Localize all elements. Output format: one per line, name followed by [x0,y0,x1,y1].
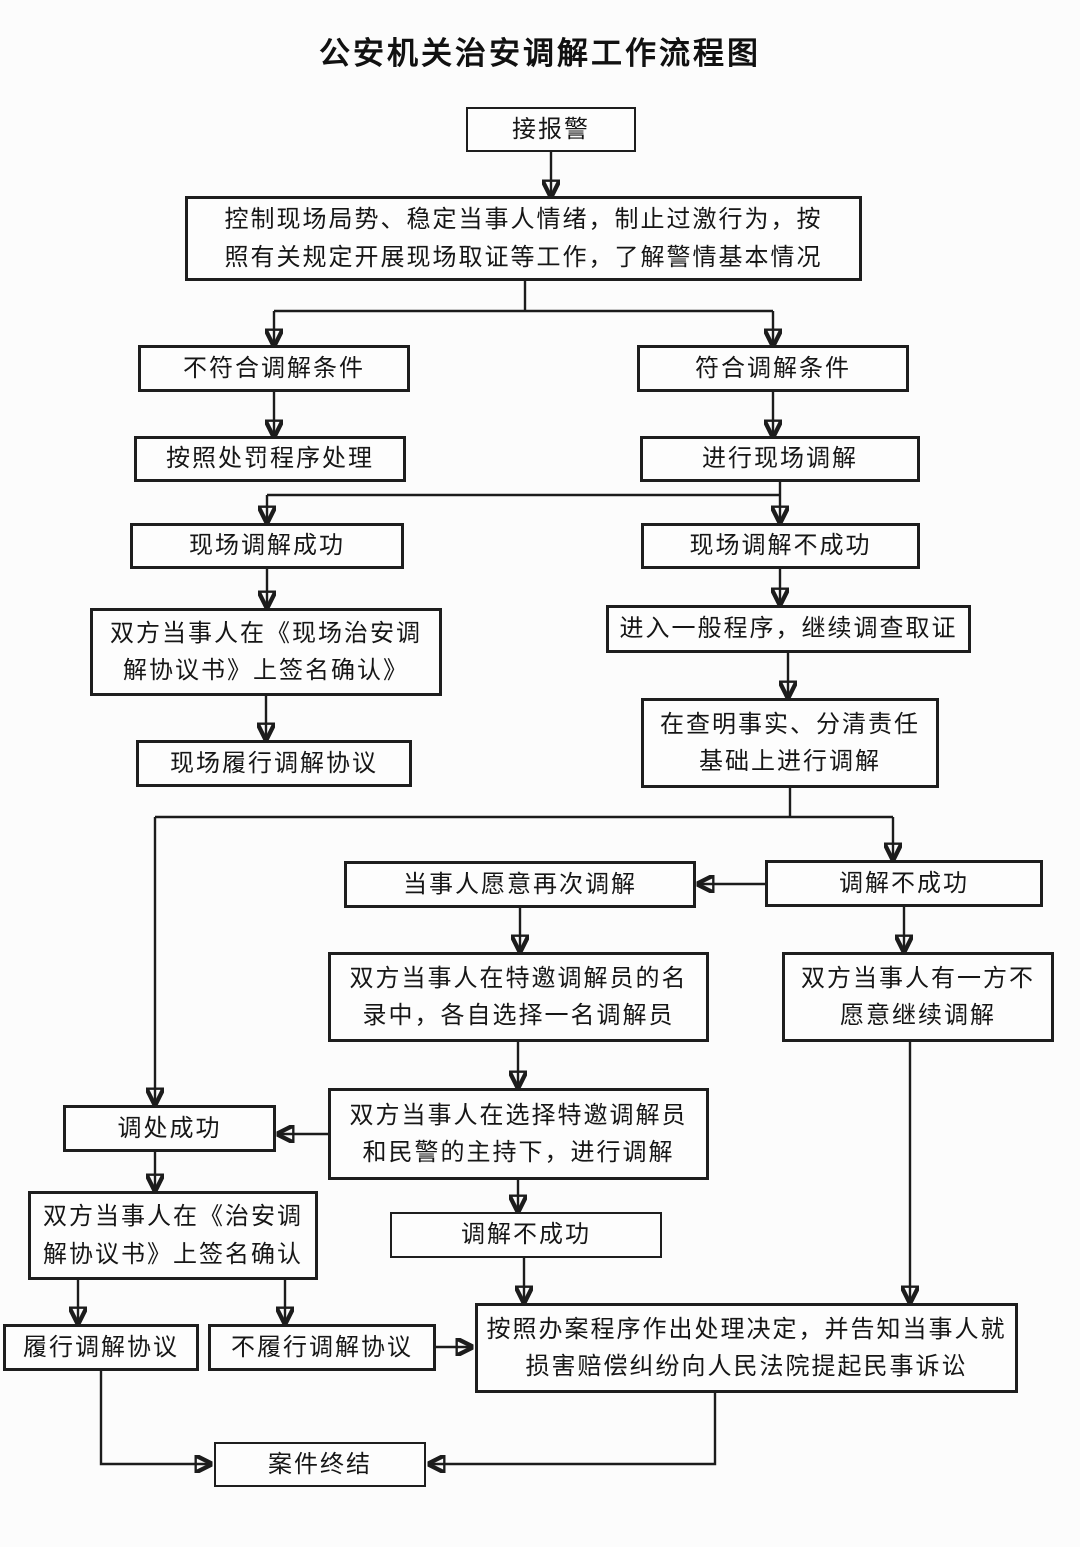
node-label: 接报警 [512,115,590,143]
node-label: 调解不成功 [461,1221,591,1249]
node-punishment-procedure: 按照处罚程序处理 [134,436,406,482]
node-label: 双方当事人在特邀调解员的名录中，各自选择一名调解员 [349,964,688,1029]
node-sign-agreement: 双方当事人在《治安调解协议书》上签名确认 [28,1191,318,1280]
node-label: 现场调解不成功 [689,532,872,560]
node-label: 履行调解协议 [23,1333,179,1361]
node-decision-civil-action: 按照办案程序作出处理决定，并告知当事人就损害赔偿纠纷向人民法院提起民事诉讼 [475,1303,1018,1393]
node-label: 双方当事人有一方不愿意继续调解 [801,964,1035,1029]
edge-control-scene-split [274,281,773,344]
edge-onsite-mediation-split [267,482,780,521]
edge-perform-to-case-closed [99,1371,210,1464]
node-eligible: 符合调解条件 [637,345,909,392]
node-label: 双方当事人在《现场治安调解协议书》上签名确认》 [110,619,422,684]
edge-mediate-on-facts-split [155,788,893,1103]
node-label: 在查明事实、分清责任基础上进行调解 [660,710,920,775]
node-label: 进入一般程序，继续调查取证 [619,615,958,643]
node-sign-onsite-agreement: 双方当事人在《现场治安调解协议书》上签名确认》 [90,608,442,696]
node-not-eligible: 不符合调解条件 [138,345,410,392]
node-mediation-success: 调处成功 [63,1105,276,1152]
node-receive-alarm: 接报警 [466,107,636,152]
node-case-closed: 案件终结 [214,1442,426,1487]
node-label: 控制现场局势、稳定当事人情绪，制止过激行为，按照有关规定开展现场取证等工作，了解… [224,206,823,271]
node-label: 双方当事人在《治安调解协议书》上签名确认 [43,1203,303,1268]
edge-decision-to-case-closed [430,1393,717,1464]
node-perform-agreement: 履行调解协议 [3,1324,199,1371]
node-one-party-unwilling: 双方当事人有一方不愿意继续调解 [782,952,1054,1042]
diagram-title: 公安机关治安调解工作流程图 [319,36,761,71]
node-label: 调处成功 [117,1114,222,1142]
node-label: 不履行调解协议 [231,1333,413,1361]
node-label: 调解不成功 [839,869,969,897]
node-willing-again: 当事人愿意再次调解 [344,861,696,908]
node-choose-mediators: 双方当事人在特邀调解员的名录中，各自选择一名调解员 [328,952,709,1042]
node-mediate-on-facts: 在查明事实、分清责任基础上进行调解 [641,698,939,788]
node-onsite-mediation: 进行现场调解 [640,436,920,482]
node-mediation-failed-first: 调解不成功 [765,860,1043,907]
node-label: 按照办案程序作出处理决定，并告知当事人就损害赔偿纠纷向人民法院提起民事诉讼 [486,1315,1007,1380]
node-not-perform-agreement: 不履行调解协议 [208,1324,436,1371]
node-label: 当事人愿意再次调解 [403,870,637,898]
node-label: 双方当事人在选择特邀调解员和民警的主持下，进行调解 [349,1101,688,1166]
node-onsite-success: 现场调解成功 [130,523,404,569]
node-label: 按照处罚程序处理 [166,445,374,473]
node-label: 现场履行调解协议 [170,749,378,777]
node-label: 案件终结 [268,1450,372,1478]
node-label: 进行现场调解 [702,445,858,473]
node-general-procedure: 进入一般程序，继续调查取证 [606,605,971,653]
node-onsite-failure: 现场调解不成功 [641,523,920,569]
node-label: 符合调解条件 [695,354,851,382]
node-mediation-failed-second: 调解不成功 [390,1212,662,1258]
node-label: 现场调解成功 [189,532,345,560]
node-onsite-perform-agreement: 现场履行调解协议 [136,740,412,787]
node-label: 不符合调解条件 [183,354,365,382]
node-control-scene: 控制现场局势、稳定当事人情绪，制止过激行为，按照有关规定开展现场取证等工作，了解… [185,196,862,281]
node-mediate-with-mediators: 双方当事人在选择特邀调解员和民警的主持下，进行调解 [328,1088,709,1180]
